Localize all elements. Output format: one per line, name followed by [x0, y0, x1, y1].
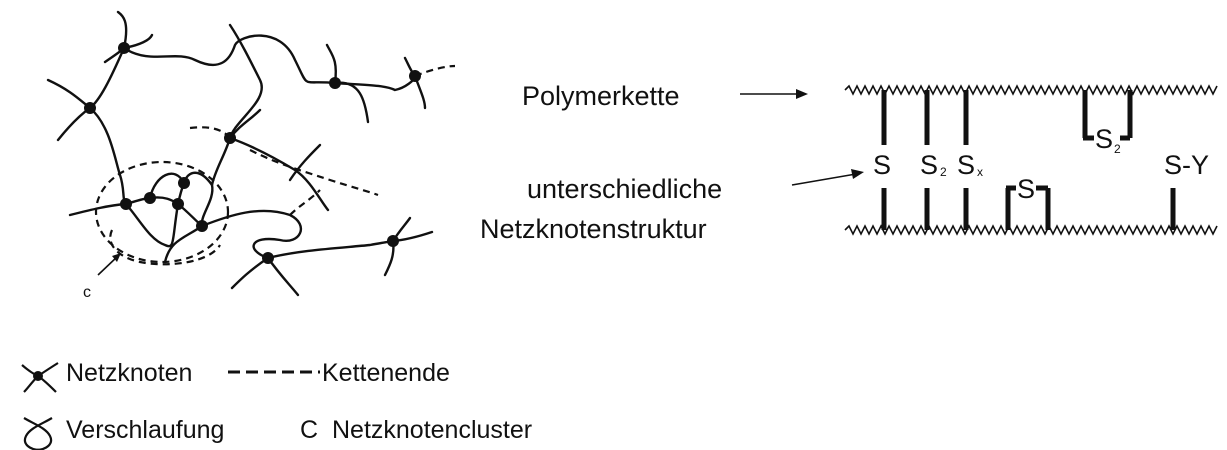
crosslink-node — [120, 198, 132, 210]
legend-chain-end-label: Kettenende — [322, 359, 450, 387]
network-chain — [200, 209, 302, 260]
network-chain — [266, 256, 300, 297]
crosslink-nodes — [84, 42, 421, 264]
legend-cluster-symbol: C — [300, 416, 318, 444]
crosslink-node — [262, 252, 274, 264]
network-chain — [56, 46, 126, 142]
network-chain — [230, 256, 270, 290]
disulfide-subscript: 2 — [940, 165, 947, 179]
crosslink-node — [329, 77, 341, 89]
sulfide-s: S — [873, 150, 891, 180]
crosslink-node — [118, 42, 130, 54]
network-chain — [116, 10, 128, 50]
legend-crosslink-label: Netzknoten — [66, 359, 192, 387]
cluster-outline — [94, 160, 230, 264]
crosslink-structure-arrow-head — [851, 169, 864, 179]
crosslink-structure-label-line2: Netzknotenstruktur — [480, 214, 707, 244]
network-chain — [210, 23, 263, 187]
polysulfide-s: S — [957, 150, 975, 180]
pendant-sulfide: S-Y — [1164, 150, 1209, 180]
network-chain — [46, 78, 128, 206]
network-chain — [288, 143, 322, 182]
crosslink-node — [178, 177, 190, 189]
chain-end-dashed — [189, 126, 231, 139]
cluster-label: c — [83, 284, 91, 301]
crosslink-symbol-icon — [21, 362, 59, 393]
crosslink-node — [144, 192, 156, 204]
network-chain — [228, 108, 262, 140]
legend-cluster-label: Netzknotencluster — [332, 416, 532, 444]
network-chain — [176, 171, 214, 228]
disulfide-s: S — [920, 150, 938, 180]
network-chain — [266, 239, 395, 260]
crosslink-node — [387, 235, 399, 247]
crosslink-structure-label-line1: unterschiedliche — [527, 174, 722, 204]
polymer-chain-arrow-head — [796, 89, 808, 99]
intrachain-disulfide-s: S — [1095, 124, 1113, 154]
network-chain — [333, 81, 370, 124]
network-chain — [228, 136, 330, 212]
polysulfide-subscript: x — [977, 165, 983, 179]
annotations: Polymerkette unterschiedliche Netzknoten… — [480, 81, 864, 244]
intrachain-disulfide-subscript: 2 — [1114, 142, 1121, 156]
polymer-chain-bottom — [844, 224, 1218, 236]
network-chain — [333, 74, 417, 92]
polymer-chain-top — [844, 84, 1218, 96]
chain-end-dashed — [414, 64, 456, 78]
crosslink-node — [196, 220, 208, 232]
chain-end-dashed — [289, 189, 321, 216]
legend-entanglement-label: Verschlaufung — [66, 416, 224, 444]
intrachain-sulfide-s: S — [1017, 174, 1035, 204]
entanglement-symbol-icon — [23, 417, 53, 450]
crosslink-schematic: S S 2 S x S S 2 S-Y — [844, 84, 1218, 236]
legend: Netzknoten Kettenende Verschlaufung C Ne… — [21, 359, 532, 450]
cluster-outline — [109, 229, 221, 266]
crosslink-node — [224, 132, 236, 144]
polymer-chain-label: Polymerkette — [522, 81, 680, 111]
crosslink-node — [172, 198, 184, 210]
chain-end-dashed — [249, 149, 379, 197]
polymer-network-sketch: c — [46, 10, 456, 301]
crosslink-node — [84, 102, 96, 114]
crosslink-structure-arrow — [791, 173, 857, 186]
network-chain — [122, 34, 337, 85]
network-chain — [68, 196, 152, 217]
crosslink-node — [409, 70, 421, 82]
network-chain — [124, 202, 180, 248]
cluster-arrow-head — [112, 253, 121, 262]
